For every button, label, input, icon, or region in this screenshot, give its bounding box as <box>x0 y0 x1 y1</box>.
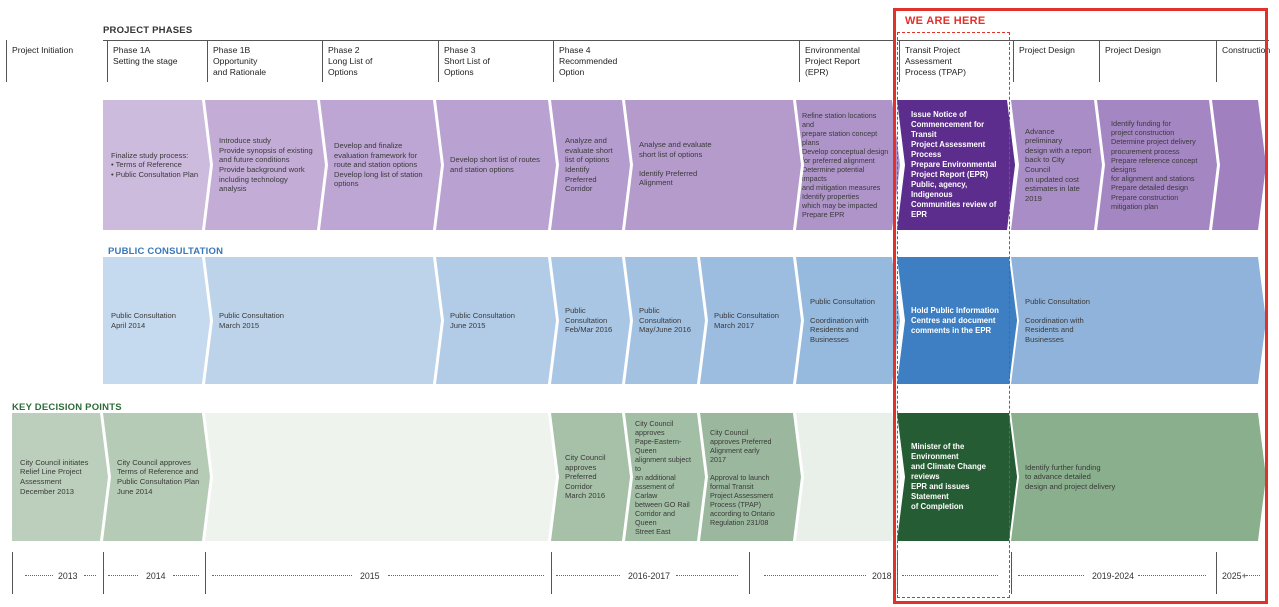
phase-step-design-2: Identify funding for project constructio… <box>1097 100 1217 230</box>
phase-step-construction <box>1212 100 1266 230</box>
consultation-step-4a: Public Consultation Feb/Mar 2016 <box>551 257 630 384</box>
decision-step-initiation: City Council initiates Relief Line Proje… <box>12 413 108 541</box>
phase-header-line-right <box>897 40 1269 41</box>
timeline-separator <box>1011 552 1012 594</box>
project-phases-title: PROJECT PHASES <box>103 25 193 36</box>
phase-header-design-2: Project Design <box>1099 40 1213 82</box>
phase-header-tpap: Transit Project Assessment Process (TPAP… <box>899 40 1011 82</box>
key-decision-points-title: KEY DECISION POINTS <box>12 402 122 413</box>
timeline-dots <box>902 575 998 577</box>
phase-step-tpap: Issue Notice of Commencement for Transit… <box>897 100 1015 230</box>
timeline-separator <box>749 552 750 594</box>
phase-header-4: Phase 4 Recommended Option <box>553 40 798 82</box>
phase-header-design-1: Project Design <box>1013 40 1097 82</box>
timeline-dots <box>212 575 352 577</box>
phase-header-1a: Phase 1A Setting the stage <box>107 40 203 82</box>
phase-step-2: Develop and finalize evaluation framewor… <box>320 100 441 230</box>
decision-step-4a: City Council approves Preferred Corridor… <box>551 413 630 541</box>
timeline-dots <box>676 575 738 577</box>
consultation-step-design: Public Consultation Coordination with Re… <box>1011 257 1266 384</box>
phase-step-1b: Introduce study Provide synopsis of exis… <box>205 100 325 230</box>
timeline-dots <box>173 575 199 577</box>
phase-header-line <box>103 40 893 41</box>
decision-step-tpap: Minister of the Environment and Climate … <box>897 413 1017 541</box>
consultation-step-1a: Public Consultation April 2014 <box>103 257 210 384</box>
timeline-label-2019-2024: 2019-2024 <box>1092 571 1135 581</box>
consultation-step-4b: Public Consultation May/June 2016 <box>625 257 705 384</box>
timeline-dots <box>1246 575 1260 577</box>
timeline-dots <box>108 575 138 577</box>
timeline-label-2018: 2018 <box>872 571 892 581</box>
decision-step-4c: City Council approves Preferred Alignmen… <box>700 413 801 541</box>
consultation-step-tpap: Hold Public Information Centres and docu… <box>897 257 1017 384</box>
phase-step-3: Develop short list of routes and station… <box>436 100 556 230</box>
phase-header-3: Phase 3 Short List of Options <box>438 40 552 82</box>
timeline-dots <box>25 575 53 577</box>
timeline-separator <box>103 552 104 594</box>
timeline-separator <box>12 552 13 594</box>
decision-step-1a: City Council approves Terms of Reference… <box>103 413 210 541</box>
phase-header-1b: Phase 1B Opportunity and Rationale <box>207 40 321 82</box>
timeline-dots <box>556 575 620 577</box>
we-are-here-label: WE ARE HERE <box>905 15 986 27</box>
decision-step-4b: City Council approves Pape-Eastern-Queen… <box>625 413 705 541</box>
phase-header-epr: Environmental Project Report (EPR) <box>799 40 897 82</box>
timeline-label-2016-2017: 2016-2017 <box>628 571 671 581</box>
timeline-dots <box>388 575 544 577</box>
phase-step-epr: Refine station locations and prepare sta… <box>796 100 900 230</box>
decision-step-design: Identify further funding to advance deta… <box>1011 413 1266 541</box>
timeline-label-2013: 2013 <box>58 571 78 581</box>
consultation-step-1b: Public Consultation March 2015 <box>205 257 441 384</box>
timeline-separator <box>1216 552 1217 594</box>
phase-header-initiation: Project Initiation <box>6 40 102 82</box>
timeline-label-2015: 2015 <box>360 571 380 581</box>
public-consultation-title: PUBLIC CONSULTATION <box>108 246 224 257</box>
timeline-label-2025: 2025+ <box>1222 571 1247 581</box>
consultation-step-4c: Public Consultation March 2017 <box>700 257 801 384</box>
phase-step-4a: Analyze and evaluate short list of optio… <box>551 100 630 230</box>
timeline-separator <box>205 552 206 594</box>
timeline-dots <box>84 575 96 577</box>
timeline-dots <box>764 575 866 577</box>
phase-header-construction: Construction <box>1216 40 1276 82</box>
timeline-separator <box>551 552 552 594</box>
timeline-separator <box>897 552 898 594</box>
phase-header-2: Phase 2 Long List of Options <box>322 40 436 82</box>
phase-step-design-1: Advance preliminary design with a report… <box>1011 100 1102 230</box>
timeline-dots <box>1138 575 1206 577</box>
consultation-step-epr: Public Consultation Coordination with Re… <box>796 257 900 384</box>
timeline-dots <box>1018 575 1084 577</box>
phase-step-4b: Analyse and evaluate short list of optio… <box>625 100 801 230</box>
phase-step-1a: Finalize study process: • Terms of Refer… <box>103 100 210 230</box>
consultation-step-3: Public Consultation June 2015 <box>436 257 556 384</box>
decision-step-epr <box>796 413 900 541</box>
decision-step-empty <box>205 413 556 541</box>
timeline-label-2014: 2014 <box>146 571 166 581</box>
